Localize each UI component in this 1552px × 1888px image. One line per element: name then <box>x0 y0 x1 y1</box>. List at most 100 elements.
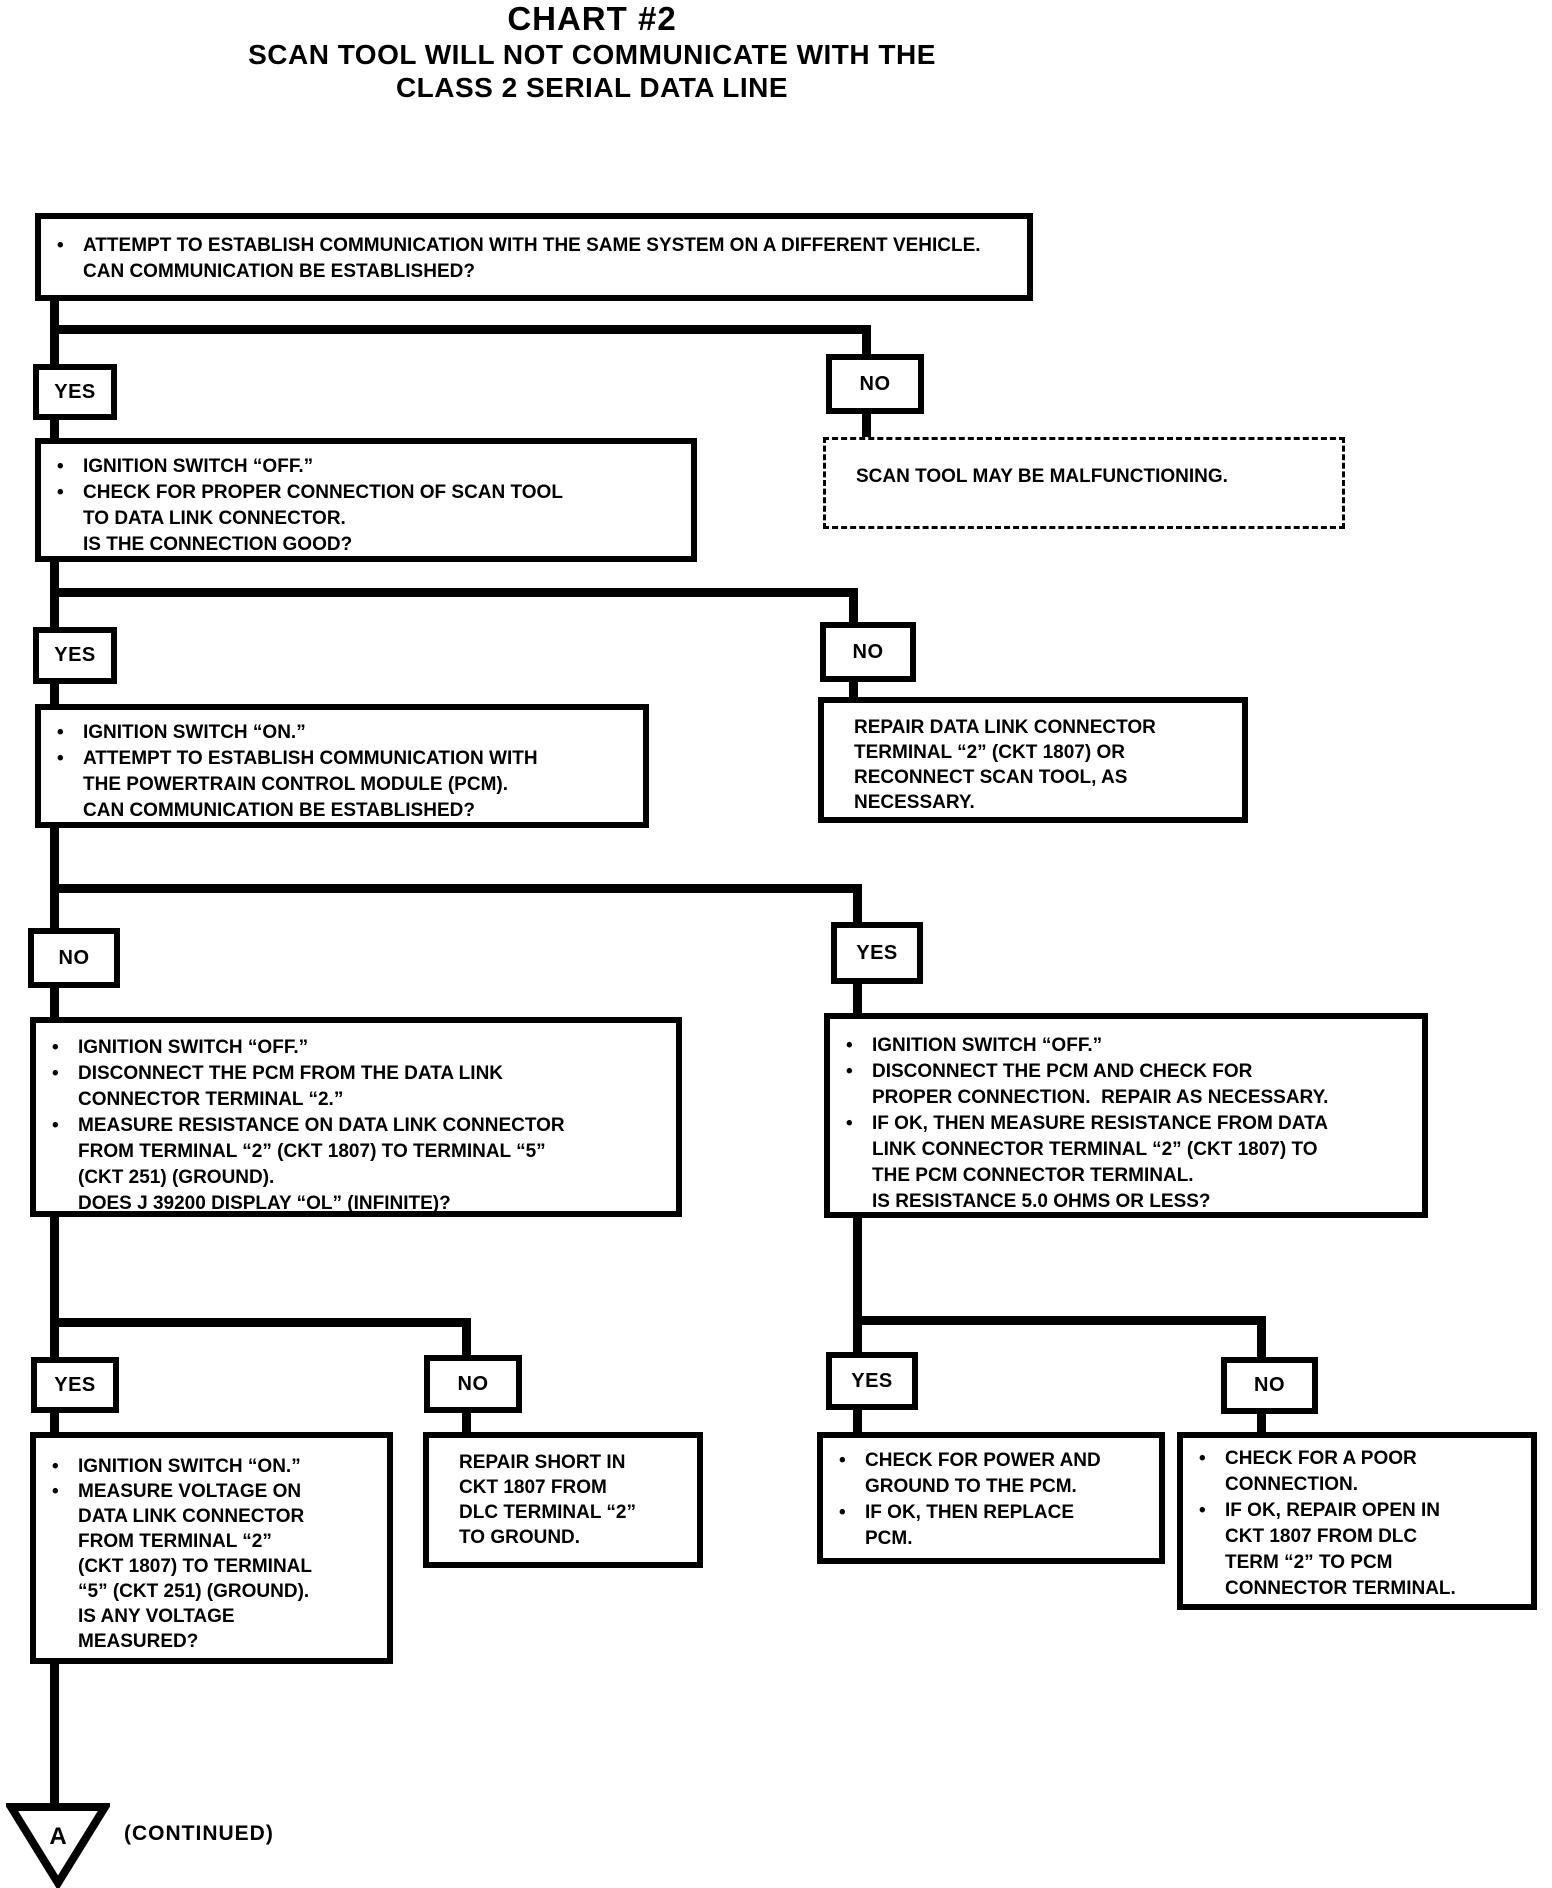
branch-no-3: NO <box>28 928 120 988</box>
bullet-spacer <box>57 532 83 558</box>
bullet-icon: • <box>57 722 64 743</box>
bullet-icon: • <box>52 1481 59 1502</box>
connector-a-label: A <box>49 1823 66 1850</box>
bullet-spacer <box>52 1087 78 1113</box>
text-line: •IF OK, REPAIR OPEN IN <box>1199 1498 1517 1524</box>
connector-line <box>50 884 862 893</box>
bullet-icon: • <box>52 1456 59 1477</box>
text-line: CONNECTOR TERMINAL “2.” <box>52 1087 662 1113</box>
connector-line <box>50 1411 59 1432</box>
bullet-spacer <box>57 772 83 798</box>
flow-box-resistance-check: • IGNITION SWITCH “OFF.” • DISCONNECT THE P… <box>30 1017 682 1217</box>
text-line-content: MEASURE RESISTANCE ON DATA LINK CONNECTO… <box>78 1115 565 1136</box>
text-line-content: GROUND TO THE PCM. <box>865 1476 1077 1497</box>
bullet-icon: • <box>52 1063 59 1084</box>
text-line-content: MEASURE VOLTAGE ON <box>78 1481 302 1502</box>
bullet-spacer <box>846 1163 872 1189</box>
connector-line <box>849 588 858 624</box>
bullet-icon: • <box>1199 1500 1206 1521</box>
branch-yes-5: YES <box>826 1352 918 1410</box>
bullet-spacer <box>52 1629 78 1654</box>
text-line-content: IF OK, THEN REPLACE <box>865 1502 1075 1523</box>
text-line: CONNECTOR TERMINAL. <box>1199 1576 1517 1602</box>
text-line-content: ATTEMPT TO ESTABLISH COMMUNICATION WITH <box>83 748 538 769</box>
connector-line <box>862 325 871 356</box>
text-line-content: PCM. <box>865 1528 913 1549</box>
text-line: CONNECTION. <box>1199 1472 1517 1498</box>
branch-yes-3: YES <box>831 922 923 984</box>
bullet-icon: • <box>57 482 64 503</box>
text-line: CAN COMMUNICATION BE ESTABLISHED? <box>57 798 629 824</box>
text-line-content: CHECK FOR POWER AND <box>865 1450 1101 1471</box>
bullet-icon: • <box>839 1502 846 1523</box>
text-line: •IGNITION SWITCH “OFF.” <box>57 454 677 480</box>
bullet-icon: • <box>846 1113 853 1134</box>
text-line: •CHECK FOR POWER AND <box>839 1448 1145 1474</box>
bullet-icon: • <box>846 1035 853 1056</box>
bullet-icon: • <box>52 1115 59 1136</box>
connector-line <box>50 828 59 930</box>
text-line-content: SCAN TOOL MAY BE MALFUNCTIONING. <box>856 466 1228 487</box>
text-line: CAN COMMUNICATION BE ESTABLISHED? <box>57 259 1013 285</box>
bullet-spacer <box>846 1189 872 1215</box>
text-line: TO DATA LINK CONNECTOR. <box>57 506 677 532</box>
bullet-spacer <box>52 1604 78 1629</box>
bullet-spacer <box>52 1529 78 1554</box>
bullet-spacer <box>52 1139 78 1165</box>
connector-line <box>1257 1316 1266 1357</box>
text-line: CKT 1807 FROM DLC <box>1199 1524 1517 1550</box>
flow-box-pcm-communication: •IGNITION SWITCH “ON.”•ATTEMPT TO ESTABL… <box>35 704 649 828</box>
text-line-content: CKT 1807 FROM DLC <box>1225 1526 1418 1547</box>
text-line: PROPER CONNECTION. REPAIR AS NECESSARY. <box>846 1085 1408 1111</box>
text-line: • DISCONNECT THE PCM AND CHECK FOR <box>846 1059 1408 1085</box>
text-line: TERM “2” TO PCM <box>1199 1550 1517 1576</box>
off-page-connector-a: A <box>6 1803 110 1888</box>
bullet-spacer <box>52 1579 78 1604</box>
connector-line <box>462 1411 471 1432</box>
bullet-spacer <box>57 798 83 824</box>
connector-triangle-icon <box>6 1803 110 1888</box>
text-line-content: CONNECTOR TERMINAL “2.” <box>78 1089 344 1110</box>
branch-yes-2: YES <box>33 627 117 684</box>
text-line: REPAIR SHORT IN <box>459 1450 683 1475</box>
text-line-content: CAN COMMUNICATION BE ESTABLISHED? <box>83 261 475 282</box>
text-line: IS RESISTANCE 5.0 OHMS OR LESS? <box>846 1189 1408 1215</box>
text-line-content: FROM TERMINAL “2” (CKT 1807) TO TERMINAL… <box>78 1141 546 1162</box>
text-line-content: PROPER CONNECTION. REPAIR AS NECESSARY. <box>872 1087 1329 1108</box>
bullet-spacer <box>839 1474 865 1500</box>
bullet-spacer <box>1199 1472 1225 1498</box>
text-line-content: MEASURED? <box>78 1631 199 1652</box>
text-line: DATA LINK CONNECTOR <box>52 1504 373 1529</box>
connector-line <box>50 1664 59 1808</box>
text-line-content: ATTEMPT TO ESTABLISH COMMUNICATION WITH … <box>83 235 981 256</box>
bullet-icon: • <box>846 1061 853 1082</box>
connector-line <box>50 1217 59 1357</box>
text-line-content: TO DATA LINK CONNECTOR. <box>83 508 346 529</box>
text-line: CKT 1807 FROM <box>459 1475 683 1500</box>
text-line: •IGNITION SWITCH “ON.” <box>52 1454 373 1479</box>
bullet-spacer <box>52 1504 78 1529</box>
text-line: • ATTEMPT TO ESTABLISH COMMUNICATION WITH… <box>57 233 1013 259</box>
text-line-content: DATA LINK CONNECTOR <box>78 1506 305 1527</box>
text-line-content: IGNITION SWITCH “OFF.” <box>78 1037 309 1058</box>
text-line: THE POWERTRAIN CONTROL MODULE (PCM). <box>57 772 629 798</box>
text-line: IS THE CONNECTION GOOD? <box>57 532 677 558</box>
bullet-icon: • <box>57 235 64 256</box>
text-line: DLC TERMINAL “2” <box>459 1500 683 1525</box>
connector-line <box>853 1218 862 1355</box>
text-line-content: IF OK, THEN MEASURE RESISTANCE FROM DATA <box>872 1113 1328 1134</box>
connector-line <box>50 418 59 440</box>
connector-line <box>50 682 59 706</box>
text-line-content: (CKT 251) (GROUND). <box>78 1167 275 1188</box>
chart-title-line1: CHART #2 <box>507 0 677 37</box>
text-line-content: DISCONNECT THE PCM AND CHECK FOR <box>872 1061 1253 1082</box>
flow-box-check-connection: •IGNITION SWITCH “OFF.”•CHECK FOR PROPER… <box>35 438 697 562</box>
text-line-content: TERMINAL “2” (CKT 1807) OR <box>854 742 1125 763</box>
text-line-content: DISCONNECT THE PCM FROM THE DATA LINK <box>78 1063 504 1084</box>
branch-no-1: NO <box>826 354 924 414</box>
text-line-content: CKT 1807 FROM <box>459 1477 607 1498</box>
